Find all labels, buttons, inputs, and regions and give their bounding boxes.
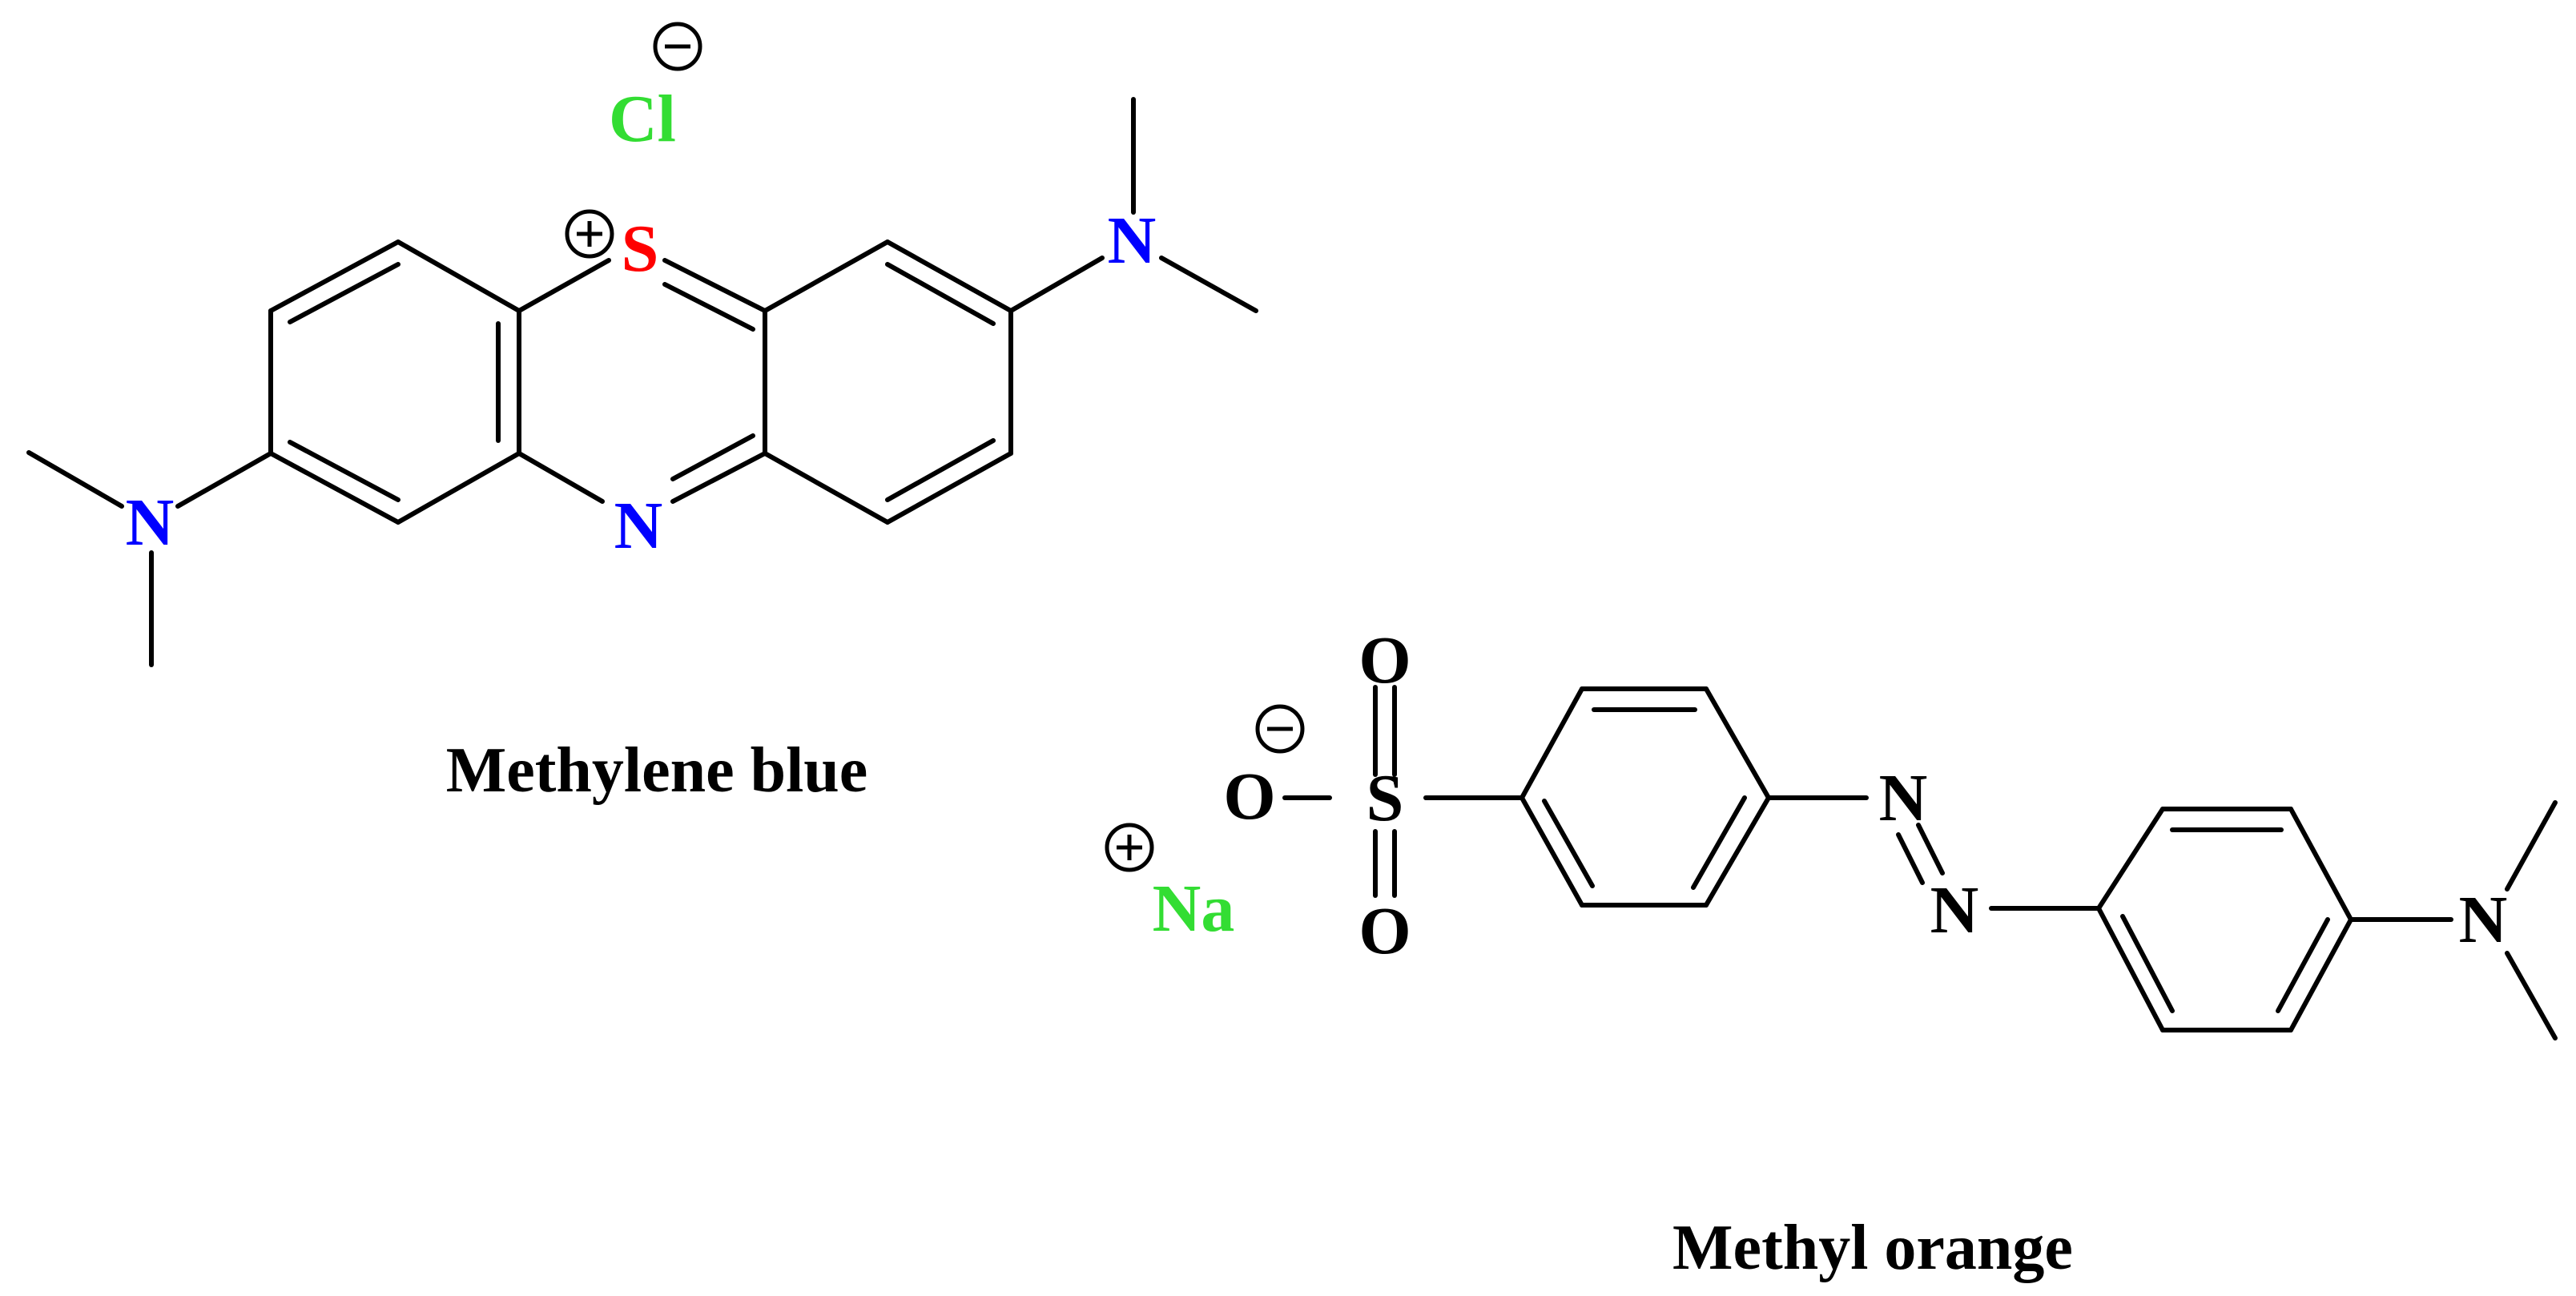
mb-right-dimethylamino	[1008, 97, 1258, 313]
mb-sulfur-label: S	[622, 211, 659, 286]
mb-ring-nitrogen-label: N	[614, 489, 663, 563]
mb-chloride-label: Cl	[609, 82, 676, 156]
mb-caption: Methylene blue	[446, 735, 868, 806]
mb-right-ring	[763, 239, 1013, 525]
methylene-blue-structure: Cl S N N N Methylene blue	[26, 22, 1258, 806]
mo-second-benzene-ring	[2096, 807, 2353, 1032]
mb-left-dimethylamino	[26, 450, 273, 667]
mo-caption: Methyl orange	[1672, 1213, 2073, 1283]
mb-central-ring	[517, 258, 767, 504]
methyl-orange-structure: Na O O S O	[1105, 623, 2558, 1283]
mo-first-benzene-ring	[1519, 686, 1771, 908]
mb-left-amine-label: N	[126, 485, 175, 560]
mo-sulfonate-o-bottom-label: O	[1358, 894, 1411, 968]
mb-sulfur-positive-charge-icon	[565, 209, 614, 259]
mo-sulfonate-s-label: S	[1366, 761, 1404, 835]
mb-left-ring	[268, 239, 521, 525]
mo-sodium-positive-charge-icon	[1105, 823, 1154, 872]
mb-chloride-negative-charge-icon	[653, 22, 702, 71]
mo-azo-bridge	[1766, 795, 2101, 911]
mb-right-amine-label: N	[1108, 203, 1157, 278]
mo-azo-n1-label: N	[1879, 761, 1928, 835]
mo-sulfonate-o-top-label: O	[1358, 623, 1411, 698]
mo-dimethylamino	[2349, 800, 2558, 1040]
mo-oxygen-negative-charge-icon	[1255, 704, 1305, 754]
mo-sulfonate-group	[1282, 685, 1524, 898]
mo-azo-n2-label: N	[1930, 873, 1979, 948]
mo-sulfonate-o-left-label: O	[1223, 759, 1275, 834]
mo-amine-label: N	[2459, 883, 2508, 957]
mo-sodium-label: Na	[1153, 871, 1235, 946]
